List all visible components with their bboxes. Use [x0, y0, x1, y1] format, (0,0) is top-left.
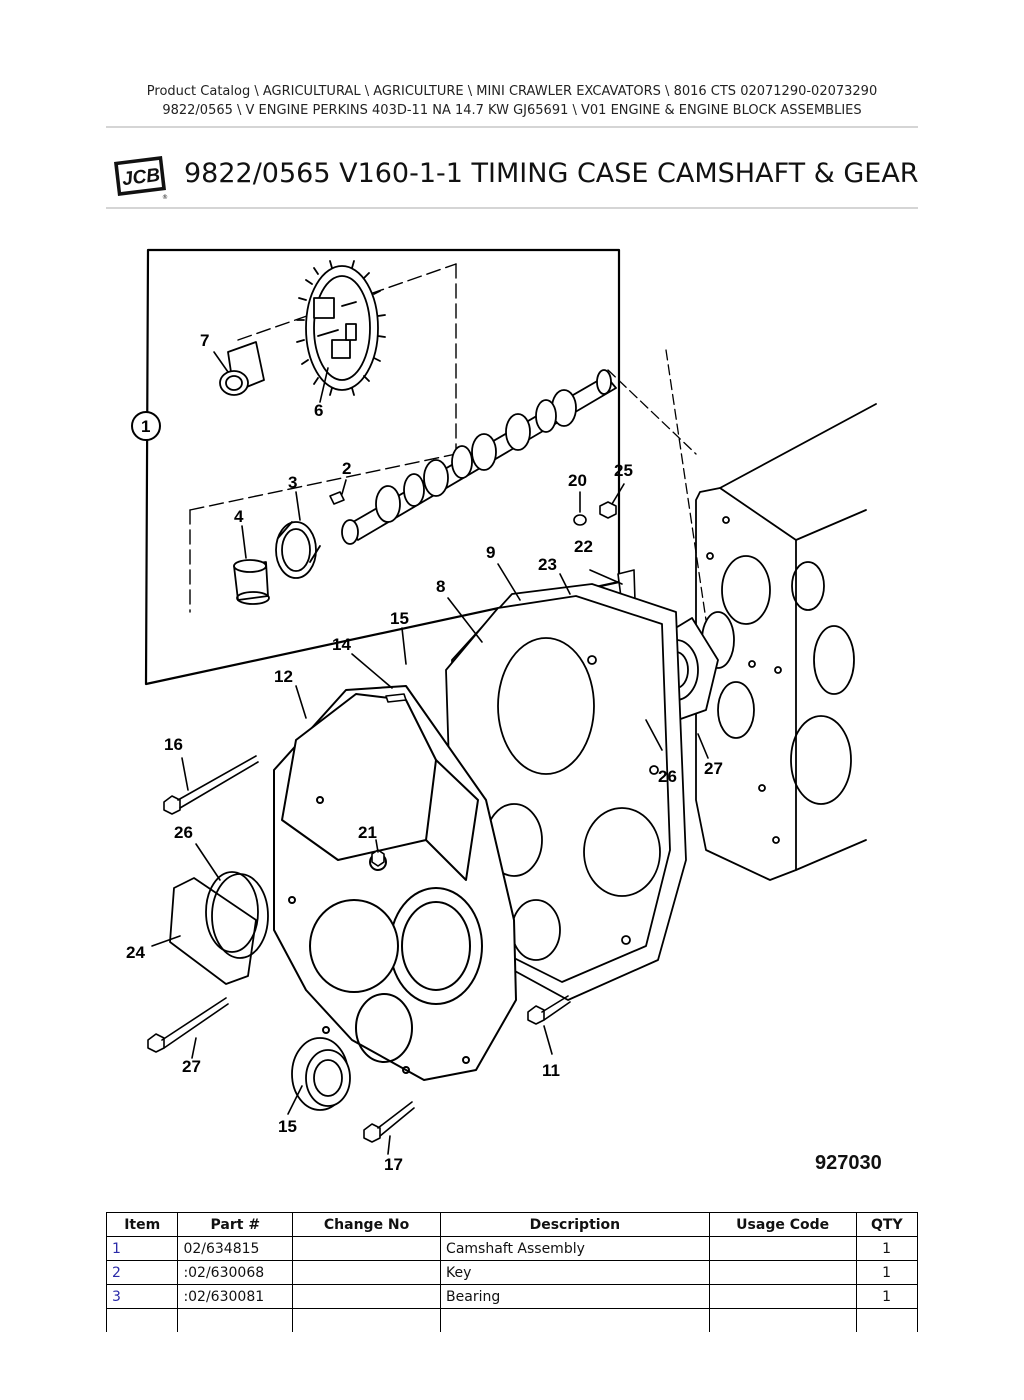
callout-16: 17	[384, 1155, 403, 1174]
callout-13: 15	[390, 609, 409, 628]
callout-8: 8	[436, 577, 445, 596]
bolt-16	[363, 1101, 415, 1143]
table-row: 1 02/634815 Camshaft Assembly 1	[105, 1236, 919, 1261]
item-link[interactable]: 1	[112, 1240, 121, 1257]
header-divider	[106, 126, 918, 128]
callout-6: 6	[314, 401, 323, 420]
cam-gear	[296, 260, 386, 396]
cover-plate	[169, 871, 269, 985]
breadcrumb-line-2[interactable]: 9822/0565 \ V ENGINE PERKINS 403D-11 NA …	[162, 103, 862, 118]
timing-case	[273, 685, 517, 1081]
breadcrumb-line-1[interactable]: Product Catalog \ AGRICULTURAL \ AGRICUL…	[146, 84, 878, 99]
item-link[interactable]: 3	[112, 1288, 121, 1305]
callout-15: 16	[164, 735, 183, 754]
callout-20: 22	[574, 537, 593, 556]
part-number-cell: :02/630081	[177, 1284, 294, 1309]
change-no-cell	[292, 1260, 442, 1285]
svg-text:®: ®	[162, 194, 168, 201]
svg-text:1: 1	[141, 417, 150, 436]
callout-2: 2	[342, 459, 351, 478]
column-header-qty: QTY	[855, 1212, 919, 1237]
callout-21: 23	[538, 555, 557, 574]
column-header-description: Description	[440, 1212, 710, 1237]
item-cell: 1	[105, 1236, 179, 1261]
qty-cell: 1	[855, 1260, 919, 1285]
qty-cell: 1	[855, 1284, 919, 1309]
jcb-logo: JCB ®	[114, 156, 168, 201]
breadcrumb: Product Catalog \ AGRICULTURAL \ AGRICUL…	[0, 82, 1024, 120]
callout-14: 15	[278, 1117, 297, 1136]
bolt-24	[147, 997, 229, 1053]
callout-3: 3	[288, 473, 297, 492]
column-header-change-no: Change No	[292, 1212, 442, 1237]
usage-code-cell	[708, 1236, 857, 1261]
title-divider	[106, 207, 918, 209]
column-header-usage-code: Usage Code	[708, 1212, 857, 1237]
table-row: 2 :02/630068 Key 1	[105, 1260, 919, 1285]
callout-23: 26	[174, 823, 193, 842]
camshaft	[341, 369, 617, 545]
jcb-logo-text: JCB	[121, 165, 162, 191]
engine-block	[695, 403, 877, 881]
callout-11: 12	[274, 667, 293, 686]
table-row	[105, 1308, 919, 1332]
thrust-washer	[219, 341, 265, 396]
callout-24: 27	[182, 1057, 201, 1076]
callout-17: 20	[568, 471, 587, 490]
item-cell: 3	[105, 1284, 179, 1309]
callout-26: 26	[658, 767, 677, 786]
bolt-15	[163, 755, 259, 815]
usage-code-cell	[708, 1260, 857, 1285]
oil-seal	[291, 1037, 351, 1111]
callout-25: 25	[614, 461, 633, 480]
callout-12: 14	[332, 635, 351, 654]
callout-18: 21	[358, 823, 377, 842]
description-cell: Bearing	[440, 1284, 710, 1309]
qty-cell: 1	[855, 1236, 919, 1261]
page-title: 9822/0565 V160-1-1 TIMING CASE CAMSHAFT …	[184, 158, 919, 189]
item-cell: 2	[105, 1260, 179, 1285]
part-number-cell: :02/630068	[177, 1260, 294, 1285]
bolt-10	[527, 995, 571, 1025]
exploded-parts-diagram[interactable]: 1 7 6 2 3 4 20 25 22 23	[106, 240, 918, 1190]
description-cell: Camshaft Assembly	[440, 1236, 710, 1261]
table-header-row: Item Part # Change No Description Usage …	[105, 1212, 919, 1237]
part-number-cell: 02/634815	[177, 1236, 294, 1261]
callout-4: 4	[234, 507, 244, 526]
bearing	[275, 521, 321, 579]
callout-10: 11	[542, 1061, 560, 1080]
callout-27: 27	[704, 759, 723, 778]
parts-table: Item Part # Change No Description Usage …	[105, 1212, 919, 1332]
diagram-reference-number: 927030	[815, 1152, 882, 1174]
bush	[233, 559, 270, 605]
item-link[interactable]: 2	[112, 1264, 121, 1281]
callout-9: 9	[486, 543, 495, 562]
table-row: 3 :02/630081 Bearing 1	[105, 1284, 919, 1309]
change-no-cell	[292, 1236, 442, 1261]
change-no-cell	[292, 1284, 442, 1309]
description-cell: Key	[440, 1260, 710, 1285]
column-header-part: Part #	[177, 1212, 294, 1237]
column-header-item: Item	[105, 1212, 179, 1237]
usage-code-cell	[708, 1284, 857, 1309]
callout-7: 7	[200, 331, 209, 350]
callout-22: 24	[126, 943, 145, 962]
